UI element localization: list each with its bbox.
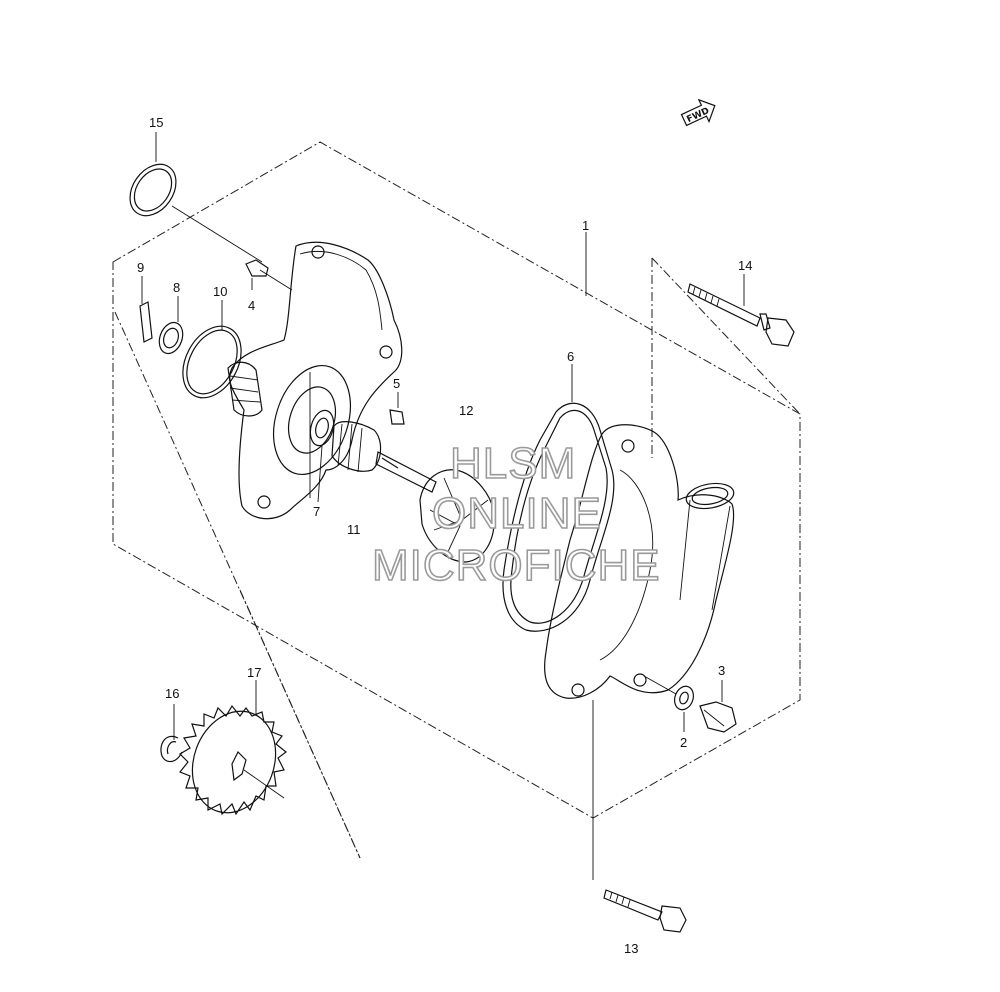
dowel-pin-5[interactable] bbox=[389, 409, 405, 425]
sprocket-17[interactable] bbox=[179, 699, 290, 824]
circlip-16[interactable] bbox=[160, 735, 183, 763]
bolt-4[interactable] bbox=[245, 259, 293, 291]
leader-lines bbox=[141, 132, 745, 740]
forward-direction-marker: FWD bbox=[680, 98, 716, 127]
label-part-1: 1 bbox=[582, 218, 589, 233]
washer-2[interactable] bbox=[643, 675, 697, 712]
assembly-boundary bbox=[112, 141, 801, 859]
label-part-8: 8 bbox=[173, 280, 180, 295]
label-part-13: 13 bbox=[624, 941, 638, 956]
label-part-5: 5 bbox=[393, 376, 400, 391]
label-part-4: 4 bbox=[248, 298, 255, 313]
impeller-12[interactable] bbox=[419, 469, 495, 563]
bolt-3[interactable] bbox=[699, 701, 737, 733]
label-part-6: 6 bbox=[567, 349, 574, 364]
label-part-2: 2 bbox=[680, 735, 687, 750]
label-part-16: 16 bbox=[165, 686, 179, 701]
pump-case[interactable] bbox=[227, 241, 403, 520]
watermark-line-1: HLSM bbox=[450, 439, 576, 488]
bolt-14[interactable] bbox=[687, 283, 795, 347]
label-part-11: 11 bbox=[347, 522, 361, 537]
shaft-11[interactable] bbox=[331, 421, 437, 493]
label-part-14: 14 bbox=[738, 258, 752, 273]
bolt-13[interactable] bbox=[592, 700, 687, 933]
label-part-3: 3 bbox=[718, 663, 725, 678]
part-labels: 15 1 14 9 8 10 4 6 5 12 7 11 3 16 17 2 1… bbox=[137, 115, 752, 956]
o-ring-15[interactable] bbox=[121, 156, 263, 263]
label-part-12: 12 bbox=[459, 403, 473, 418]
label-part-10: 10 bbox=[213, 284, 227, 299]
watermark: HLSM ONLINE MICROFICHE bbox=[371, 438, 661, 591]
fwd-marker-text: FWD bbox=[685, 106, 711, 125]
watermark-line-2: ONLINE bbox=[432, 489, 602, 538]
bearing-7[interactable] bbox=[307, 408, 338, 448]
seal-rings-8-9-10[interactable] bbox=[139, 301, 253, 408]
gasket-6[interactable] bbox=[502, 402, 615, 632]
label-part-15: 15 bbox=[149, 115, 163, 130]
label-part-17: 17 bbox=[247, 665, 261, 680]
label-part-7: 7 bbox=[313, 504, 320, 519]
label-part-9: 9 bbox=[137, 260, 144, 275]
watermark-line-3: MICROFICHE bbox=[372, 541, 661, 590]
